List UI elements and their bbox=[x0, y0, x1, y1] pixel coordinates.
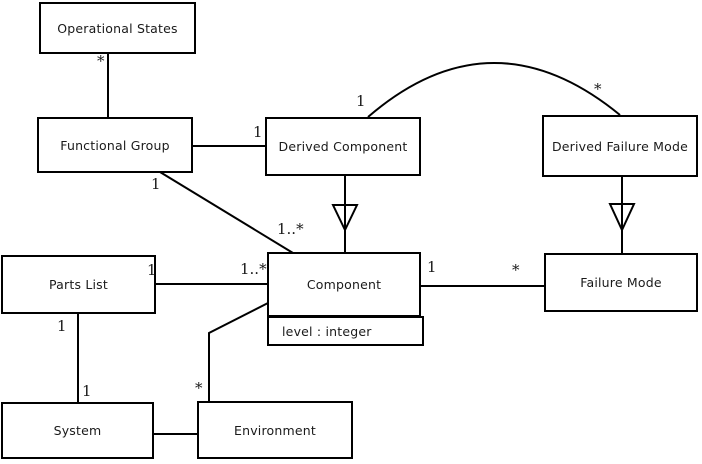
generalization-triangle-icon-failure-mode bbox=[608, 203, 636, 233]
multiplicity-label-component-right: 1 bbox=[427, 258, 437, 276]
multiplicity-label-derived-component-side: 1 bbox=[253, 123, 263, 141]
multiplicity-label-parts-list-side: 1 bbox=[147, 261, 157, 279]
multiplicity-label-component-top: 1..* bbox=[277, 220, 304, 238]
generalization-triangle-icon-component bbox=[331, 204, 359, 233]
class-attribute-level: level : integer bbox=[282, 323, 372, 339]
multiplicity-label-operational-states: * bbox=[97, 52, 105, 70]
class-name-environment: Environment bbox=[233, 422, 317, 438]
class-box-component: Component bbox=[267, 252, 421, 317]
class-name-failure-mode: Failure Mode bbox=[580, 275, 662, 290]
class-box-derived-component: Derived Component bbox=[265, 117, 421, 176]
multiplicity-label-environment-top: * bbox=[195, 379, 203, 397]
edge-functional-group-component bbox=[159, 171, 294, 254]
multiplicity-label-system-top: 1 bbox=[82, 382, 92, 400]
class-box-functional-group: Functional Group bbox=[37, 117, 193, 173]
multiplicity-label-arc-derived-component: 1 bbox=[356, 92, 366, 110]
multiplicity-label-component-left: 1..* bbox=[240, 260, 267, 278]
multiplicity-label-functional-group-side: 1 bbox=[151, 175, 161, 193]
class-name-parts-list: Parts List bbox=[48, 277, 108, 292]
class-box-failure-mode: Failure Mode bbox=[544, 253, 698, 312]
class-box-derived-failure-mode: Derived Failure Mode bbox=[542, 115, 698, 177]
multiplicity-label-arc-derived-failure-mode: * bbox=[594, 80, 602, 98]
class-attribute-compartment-component: level : integer bbox=[267, 316, 424, 346]
class-name-functional-group: Functional Group bbox=[60, 137, 170, 153]
class-box-environment: Environment bbox=[197, 401, 353, 459]
class-box-parts-list: Parts List bbox=[1, 255, 156, 314]
class-box-operational-states: Operational States bbox=[39, 2, 196, 54]
multiplicity-label-parts-list-bottom: 1 bbox=[57, 317, 67, 335]
class-name-system: System bbox=[53, 423, 102, 438]
edge-derived-component-derived-failure-mode-arc bbox=[367, 62, 621, 118]
class-box-system: System bbox=[1, 402, 154, 459]
class-name-component: Component bbox=[306, 277, 382, 292]
class-name-derived-failure-mode: Derived Failure Mode bbox=[551, 138, 689, 154]
multiplicity-label-failure-mode-side: * bbox=[512, 261, 520, 279]
class-name-derived-component: Derived Component bbox=[278, 139, 408, 154]
class-name-operational-states: Operational States bbox=[57, 20, 178, 36]
edge-environment-component bbox=[208, 302, 269, 402]
